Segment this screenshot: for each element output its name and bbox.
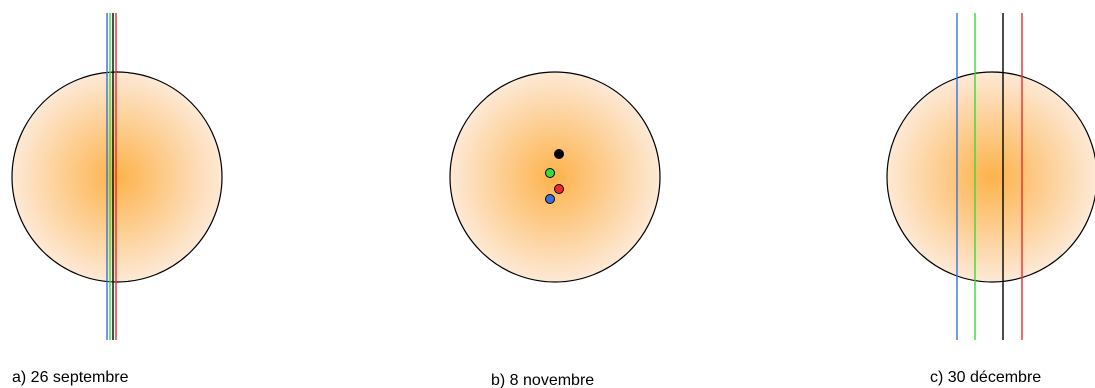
dot-blue: [546, 195, 555, 204]
dot-red: [555, 185, 564, 194]
caption-c: c) 30 décembre: [930, 369, 1041, 386]
panel-a: a) 26 septembre: [12, 13, 222, 386]
caption-a: a) 26 septembre: [12, 369, 129, 386]
panel-b: b) 8 novembre: [450, 72, 660, 388]
sun-disk: [887, 72, 1095, 282]
panel-c: c) 30 décembre: [887, 13, 1095, 386]
caption-b: b) 8 novembre: [491, 372, 594, 388]
sun-disk: [450, 72, 660, 282]
sun-disk: [12, 72, 222, 282]
dot-black: [555, 150, 564, 159]
dot-green: [546, 169, 555, 178]
